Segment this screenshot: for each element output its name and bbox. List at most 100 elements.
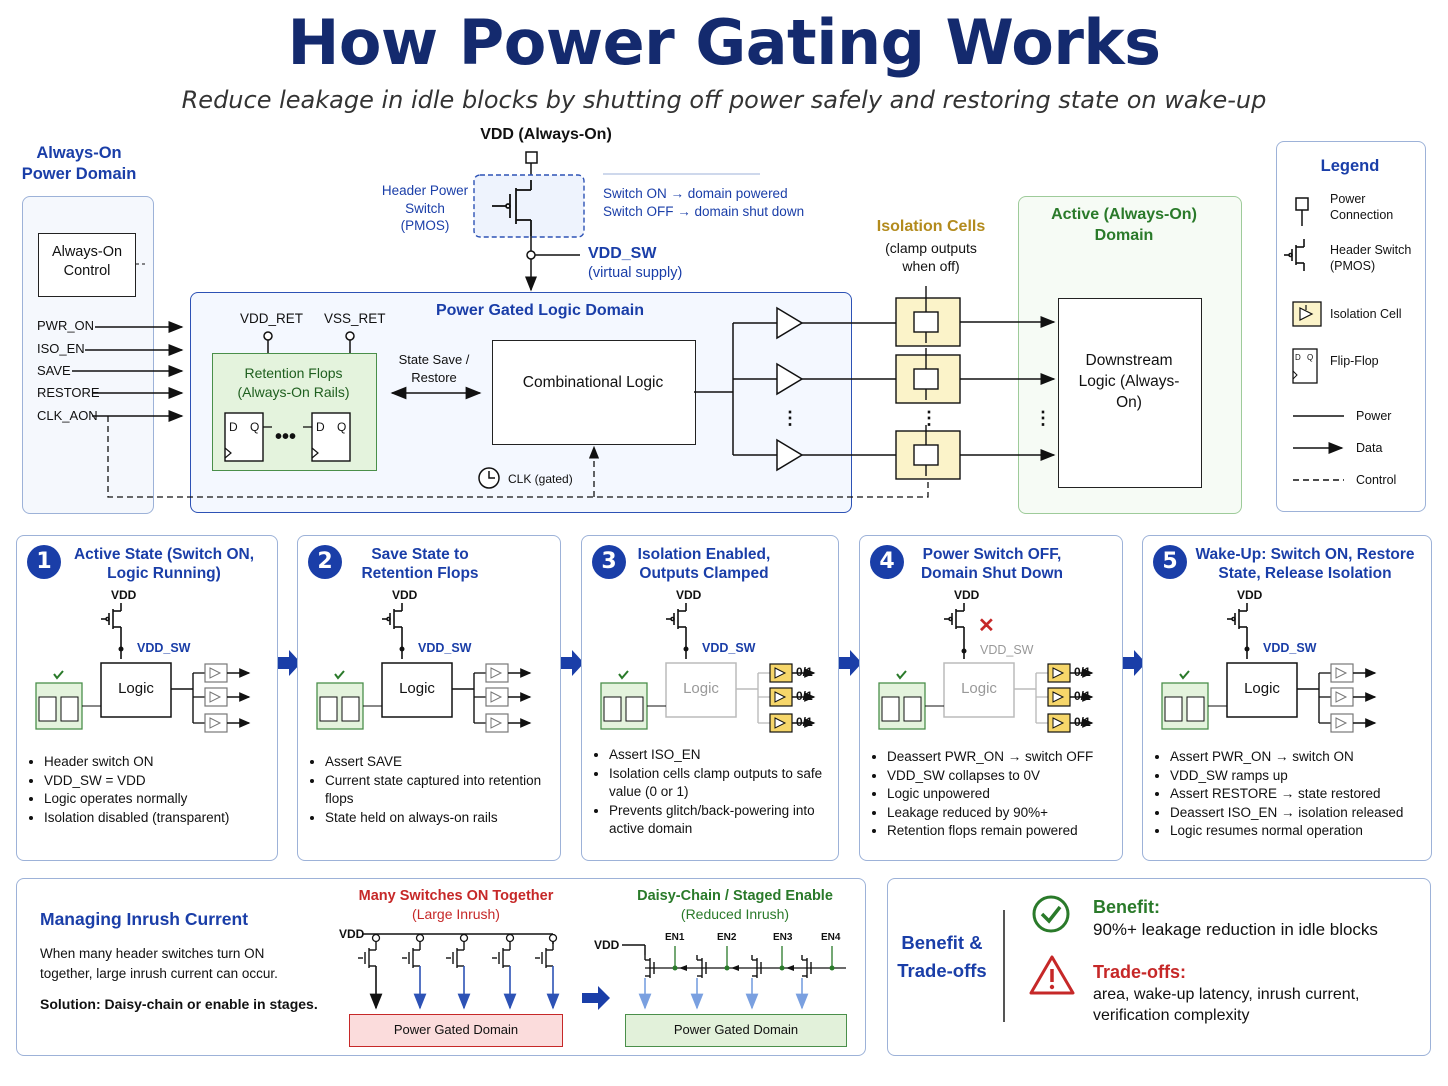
warning-icon: [1029, 955, 1075, 995]
stage-vdd-sw-label: VDD_SW: [980, 643, 1034, 657]
combinational-logic-box: [492, 340, 696, 445]
stage-bullet: Assert RESTORE → state restored: [1170, 785, 1432, 804]
inrush-title: Managing Inrush Current: [40, 909, 249, 929]
signal-pwr-on: PWR_ON: [37, 318, 95, 333]
tradeoff-text: area, wake-up latency, inrush current, v…: [1093, 986, 1360, 1024]
stage-logic-box: [1226, 662, 1298, 718]
header-switch-icon: [1284, 239, 1305, 271]
enable-en3: EN3: [773, 932, 793, 943]
svg-text:⋮: ⋮: [781, 408, 799, 428]
stage-logic-label: Logic: [1244, 680, 1280, 697]
stage-bullet: VDD_SW ramps up: [1170, 767, 1432, 786]
stage-bullet: Assert SAVE: [325, 753, 561, 772]
stage-vdd-sw-label: VDD_SW: [137, 641, 191, 655]
stage-switch-icon: [382, 603, 403, 659]
header-switch-dashed-box: [473, 174, 585, 238]
inrush-vdd-left: VDD: [339, 927, 365, 941]
daisy-chain-sub: (Reduced Inrush): [680, 906, 790, 922]
stage-bullet: Assert PWR_ON → switch ON: [1170, 748, 1432, 767]
benefit-text: 90%+ leakage reduction in idle blocks: [1093, 920, 1378, 939]
legend-data: Data: [1356, 441, 1383, 455]
switch-on-note: Switch ON → domain powered: [603, 186, 788, 201]
clk-gated-label: CLK (gated): [508, 472, 573, 486]
isolation-cell-icons: [895, 297, 961, 480]
legend-header-switch: Header Switch (PMOS): [1330, 243, 1412, 273]
stage-bullets: Assert ISO_ENIsolation cells clamp outpu…: [595, 746, 839, 839]
vss-ret-label: VSS_RET: [324, 311, 386, 326]
stage-logic-box: [381, 662, 453, 718]
stage-number-badge: 1: [27, 545, 61, 579]
svg-text:Q: Q: [1307, 353, 1313, 362]
stage-diagram: VDD: [600, 588, 816, 733]
stage-vdd-label: VDD: [1237, 588, 1263, 602]
legend-control: Control: [1356, 473, 1397, 487]
svg-text:Q: Q: [337, 420, 346, 434]
stage-logic-label: Logic: [961, 680, 997, 697]
active-domain-title: Active (Always-On) Domain: [1051, 206, 1197, 244]
stage-title: Save State to Retention Flops: [361, 546, 479, 582]
check-icon: [1032, 895, 1070, 933]
always-on-domain-title: Always-On Power Domain: [21, 144, 137, 183]
downstream-logic-label: Downstream Logic (Always-On): [1078, 352, 1180, 411]
stage-bullet: VDD_SW = VDD: [44, 772, 278, 791]
legend-title: Legend: [1320, 157, 1380, 175]
svg-text:•••: •••: [275, 426, 296, 448]
stage-bullets: Assert SAVECurrent state captured into r…: [311, 753, 561, 827]
state-save-restore-label: State Save / Restore: [398, 352, 470, 385]
stage-vdd-sw-label: VDD_SW: [702, 641, 756, 655]
stage-bullet: Leakage reduced by 90%+: [887, 804, 1123, 823]
benefits-panel: [887, 878, 1431, 1056]
inrush-solution: Solution: Daisy-chain or enable in stage…: [40, 996, 318, 1012]
stage-transition-arrow: [837, 648, 863, 678]
page-title: How Power Gating Works: [287, 6, 1161, 79]
output-buffers: [776, 306, 804, 472]
stage-diagram: VDD: [316, 588, 532, 733]
tradeoff-label: Trade-offs:: [1093, 962, 1187, 982]
many-switches-title: Many Switches ON Together: [358, 888, 554, 904]
stage-bullet: VDD_SW collapses to 0V: [887, 767, 1123, 786]
stage-title: Power Switch OFF, Domain Shut Down: [920, 546, 1064, 582]
stage-number-badge: 3: [592, 545, 626, 579]
header-switch-label: Header Power Switch (PMOS): [381, 183, 469, 233]
stage-bullet: Deassert ISO_EN → isolation released: [1170, 804, 1432, 823]
stage-logic-label: Logic: [118, 680, 154, 697]
enable-en2: EN2: [717, 932, 737, 943]
switch-off-note: Switch OFF → domain shut down: [603, 204, 805, 219]
flip-flop-legend-icon: [1292, 348, 1318, 384]
combinational-logic-label: Combinational Logic: [522, 374, 664, 391]
inrush-solution-text: Daisy-chain or enable in stages.: [104, 996, 318, 1012]
header-switch-pmos-symbol: [492, 180, 532, 236]
signal-save: SAVE: [37, 363, 71, 378]
stage-logic-label: Logic: [683, 680, 719, 697]
stage-transition-arrow: [1121, 648, 1147, 678]
stage-transition-arrow: [276, 648, 302, 678]
stage-bullet: Isolation cells clamp outputs to safe va…: [609, 765, 839, 802]
stage-bullet: Current state captured into retention fl…: [325, 772, 561, 809]
domain-label-red: Power Gated Domain: [393, 1022, 519, 1037]
stage-vdd-label: VDD: [954, 588, 980, 602]
stage-bullet: Header switch ON: [44, 753, 278, 772]
stage-bullet: Logic unpowered: [887, 785, 1123, 804]
legend-isolation-cell: Isolation Cell: [1330, 307, 1402, 321]
page-subtitle: Reduce leakage in idle blocks by shuttin…: [181, 86, 1267, 114]
benefits-title: Benefit & Trade-offs: [897, 932, 987, 981]
svg-text:D: D: [316, 420, 325, 434]
vdd-ret-label: VDD_RET: [240, 311, 304, 326]
stage-number-badge: 4: [870, 545, 904, 579]
enable-en4: EN4: [821, 932, 841, 943]
signal-iso-en: ISO_EN: [37, 341, 85, 356]
legend-flip-flop: Flip-Flop: [1330, 354, 1379, 368]
svg-text:D: D: [229, 420, 238, 434]
many-switches-sub: (Large Inrush): [412, 906, 500, 922]
stage-transition-arrow: [559, 648, 585, 678]
stage-clamp-value: 0/1: [1074, 689, 1091, 703]
stage-logic-box: [100, 662, 172, 718]
domain-box-red: [349, 1014, 563, 1047]
downstream-logic-box: [1058, 298, 1202, 488]
benefits-divider: [1003, 910, 1005, 1022]
daisy-chain-title: Daisy-Chain / Staged Enable: [637, 888, 833, 904]
always-on-control-box: [38, 233, 136, 297]
stage-clamp-value: 0/1: [796, 665, 813, 679]
